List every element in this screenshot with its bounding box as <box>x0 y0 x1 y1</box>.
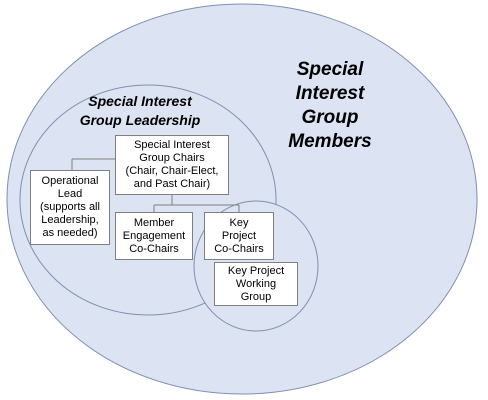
member-engagement-box: Member Engagement Co-Chairs <box>115 212 193 260</box>
key-project-working-group-box: Key Project Working Group <box>214 262 298 306</box>
connectors <box>71 158 240 212</box>
leadership-title: Special Interest Group Leadership <box>79 93 201 128</box>
group-chairs-box: Special Interest Group Chairs (Chair, Ch… <box>115 135 229 195</box>
key-project-cochairs-box: Key Project Co-Chairs <box>204 212 274 260</box>
operational-lead-box: Operational Lead (supports all Leadershi… <box>30 170 110 245</box>
members-title: Special Interest Group Members <box>288 59 372 152</box>
